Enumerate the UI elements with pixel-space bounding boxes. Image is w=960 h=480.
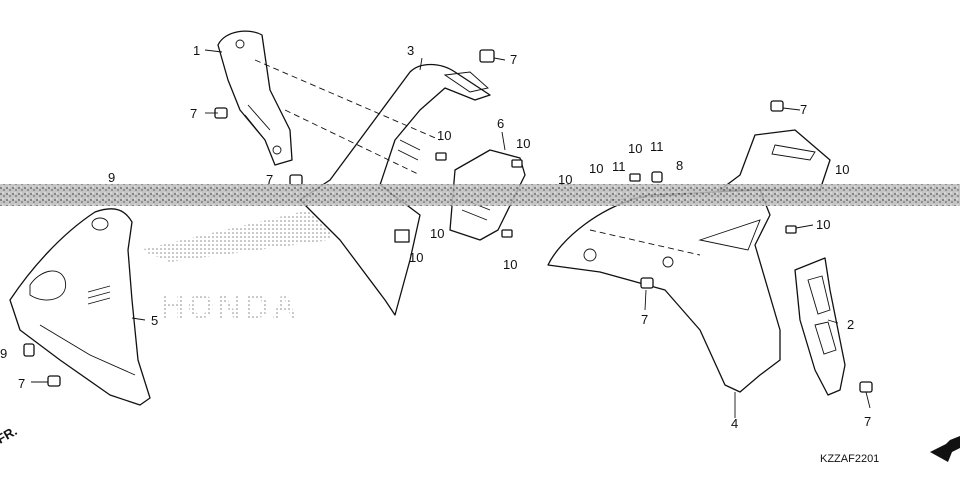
callout-1: 1	[193, 43, 200, 58]
callout-10: 10	[503, 257, 517, 272]
callouts: 1 2 3 4 5 6 7 7 7 7 7 7 7 8 9 9 10 10 10…	[0, 43, 871, 431]
callout-10: 10	[589, 161, 603, 176]
diagram-code: KZZAF2201	[820, 453, 879, 465]
hardware	[23, 49, 873, 393]
callout-6: 6	[497, 116, 504, 131]
callout-11: 11	[612, 159, 626, 174]
callout-8: 8	[676, 158, 683, 173]
part-upper-right-panel	[719, 129, 831, 191]
scan-noise-band	[0, 184, 960, 206]
honda-logo-text: HONDA	[160, 288, 300, 326]
callout-11: 11	[650, 139, 664, 154]
callout-10: 10	[628, 141, 642, 156]
callout-4: 4	[731, 416, 738, 431]
callout-7: 7	[190, 106, 197, 121]
callout-10: 10	[816, 217, 830, 232]
callout-2: 2	[847, 317, 854, 332]
front-direction-arrow-icon	[930, 436, 960, 462]
part-1-bracket	[217, 30, 293, 166]
front-direction-label: FR.	[0, 423, 20, 446]
callout-9: 9	[108, 170, 115, 185]
part-5-lower-cover	[9, 208, 151, 406]
callout-7: 7	[266, 172, 273, 187]
honda-logo: HONDA	[140, 205, 330, 326]
callout-10: 10	[558, 172, 572, 187]
callout-10: 10	[437, 128, 451, 143]
callout-7: 7	[18, 376, 25, 391]
callout-10: 10	[835, 162, 849, 177]
part-2-strip	[794, 257, 846, 396]
part-4-side-cover	[547, 189, 781, 393]
callout-5: 5	[151, 313, 158, 328]
callout-7: 7	[510, 52, 517, 67]
callout-7: 7	[864, 414, 871, 429]
callout-7: 7	[800, 102, 807, 117]
callout-10: 10	[430, 226, 444, 241]
callout-7: 7	[641, 312, 648, 327]
callout-3: 3	[407, 43, 414, 58]
callout-10: 10	[516, 136, 530, 151]
callout-10: 10	[409, 250, 423, 265]
callout-9: 9	[0, 346, 7, 361]
